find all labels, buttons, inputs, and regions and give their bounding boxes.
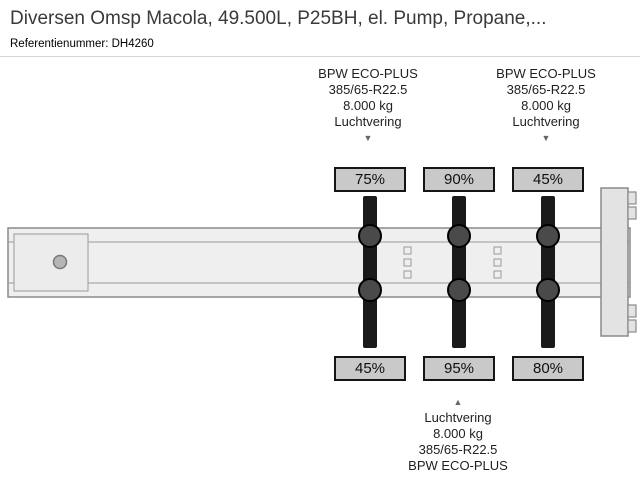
chassis-beam — [7, 227, 631, 298]
frame-detail-squares — [403, 246, 502, 279]
arrow-up-icon: ▲ — [453, 397, 463, 407]
axle-2 — [447, 196, 471, 348]
tire-tread-top-axle1: 75% — [334, 167, 406, 192]
axle-1-wheel-bottom — [358, 278, 382, 302]
axle3-spec-block: BPW ECO-PLUS 385/65-R22.5 8.000 kg Lucht… — [466, 66, 626, 144]
axle3-brand: BPW ECO-PLUS — [496, 66, 596, 81]
axle-3 — [536, 196, 560, 348]
axle3-tire-size: 385/65-R22.5 — [506, 82, 586, 97]
tire-tread-bottom-axle2: 95% — [423, 356, 495, 381]
axle2-brand: BPW ECO-PLUS — [408, 458, 508, 473]
axle2-spec-block: ▲ Luchtvering 8.000 kg 385/65-R22.5 BPW … — [378, 396, 538, 474]
tire-tread-bottom-axle3: 80% — [512, 356, 584, 381]
axle-2-wheel-top — [447, 224, 471, 248]
axle-3-wheel-top — [536, 224, 560, 248]
tire-tread-top-axle3: 45% — [512, 167, 584, 192]
tire-tread-top-axle2: 90% — [423, 167, 495, 192]
page-title: Diversen Omsp Macola, 49.500L, P25BH, el… — [10, 8, 547, 29]
tire-tread-bottom-axle1: 45% — [334, 356, 406, 381]
axle2-suspension: Luchtvering — [424, 410, 492, 425]
axle-2-wheel-bottom — [447, 278, 471, 302]
reference-number: Referentienummer: DH4260 — [10, 38, 154, 50]
kingpin-circle — [52, 254, 68, 270]
axle1-brand: BPW ECO-PLUS — [318, 66, 418, 81]
axle1-load: 8.000 kg — [343, 98, 393, 113]
axle-3-wheel-bottom — [536, 278, 560, 302]
arrow-down-icon: ▼ — [363, 133, 373, 143]
axle3-load: 8.000 kg — [521, 98, 571, 113]
axle1-tire-size: 385/65-R22.5 — [328, 82, 408, 97]
axle2-load: 8.000 kg — [433, 426, 483, 441]
arrow-down-icon: ▼ — [541, 133, 551, 143]
rear-end-plate — [600, 187, 637, 337]
axle-1-wheel-top — [358, 224, 382, 248]
header-divider — [0, 56, 640, 57]
axle1-spec-block: BPW ECO-PLUS 385/65-R22.5 8.000 kg Lucht… — [288, 66, 448, 144]
axle3-suspension: Luchtvering — [512, 114, 580, 129]
axle2-tire-size: 385/65-R22.5 — [418, 442, 498, 457]
axle1-suspension: Luchtvering — [334, 114, 402, 129]
axle-1 — [358, 196, 382, 348]
